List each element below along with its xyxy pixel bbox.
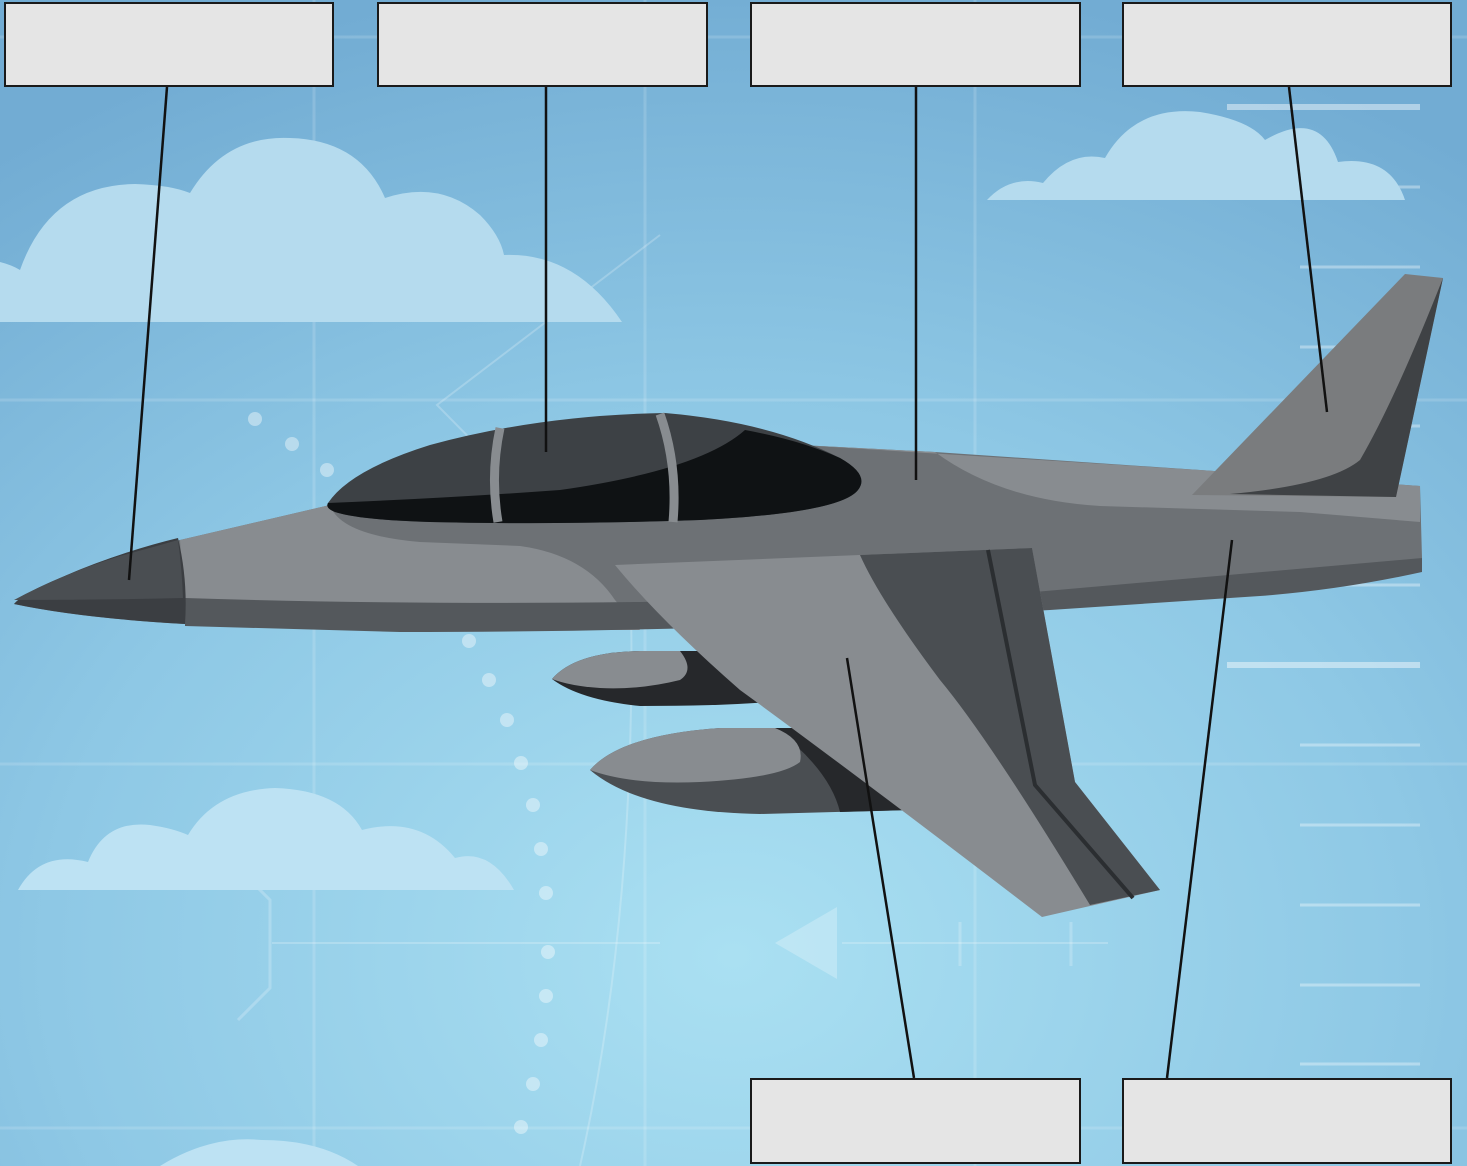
label-box-wing[interactable] bbox=[750, 1078, 1081, 1164]
label-box-fuselage[interactable] bbox=[750, 2, 1081, 87]
label-box-tail-fin[interactable] bbox=[1122, 2, 1452, 87]
label-box-nose[interactable] bbox=[4, 2, 334, 87]
label-box-cockpit[interactable] bbox=[377, 2, 708, 87]
label-box-tail-section[interactable] bbox=[1122, 1078, 1452, 1164]
